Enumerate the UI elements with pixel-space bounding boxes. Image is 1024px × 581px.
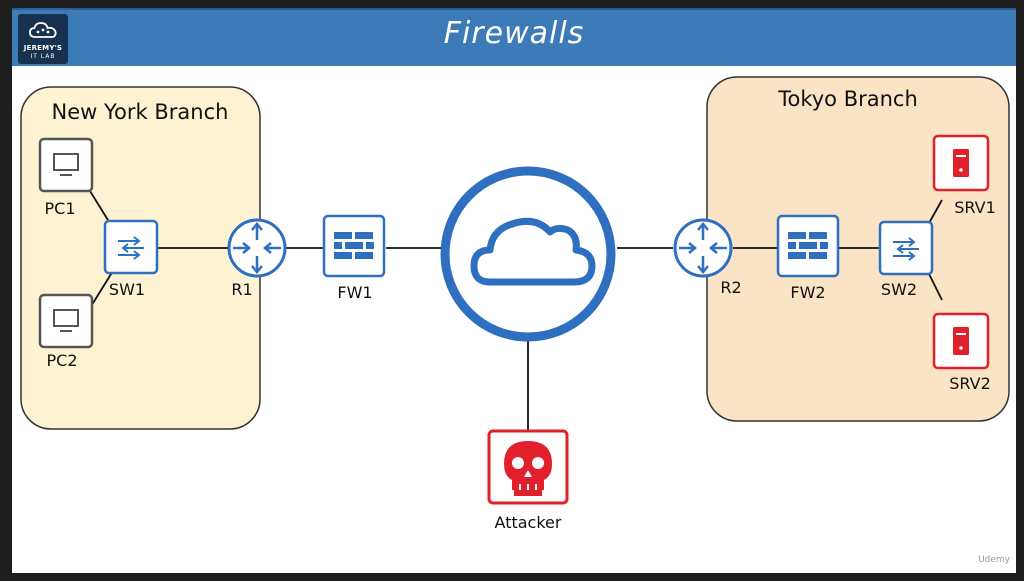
fw2-label: FW2 (790, 283, 825, 302)
pc1-label: PC1 (45, 199, 76, 218)
fw1-label: FW1 (337, 283, 372, 302)
slide: JEREMY'S IT LAB Firewalls New York Branc… (12, 8, 1016, 573)
r1-router-icon (227, 218, 287, 278)
r1-label: R1 (231, 280, 252, 299)
title-bar: JEREMY'S IT LAB Firewalls (12, 8, 1016, 66)
network-links (89, 190, 943, 431)
pc1-icon (38, 137, 94, 193)
sw2-label: SW2 (881, 280, 917, 299)
srv2-label: SRV2 (949, 374, 991, 393)
srv1-server-icon (932, 134, 990, 192)
sw1-label: SW1 (109, 280, 145, 299)
srv2-server-icon (932, 312, 990, 370)
network-diagram: New York Branch Tokyo Branch (20, 76, 1010, 532)
sw1-switch-icon (103, 219, 159, 275)
logo-text-line2: IT LAB (30, 53, 56, 60)
fw1-firewall-icon (322, 214, 386, 278)
cloud-logo-icon (29, 22, 57, 38)
pc2-label: PC2 (47, 351, 78, 370)
r2-router-icon (673, 218, 733, 278)
slide-title: Firewalls (443, 16, 585, 51)
r2-label: R2 (720, 278, 741, 297)
attacker-skull-icon (487, 429, 569, 505)
internet-cloud-icon (440, 166, 616, 342)
new-york-branch-label: New York Branch (52, 100, 229, 124)
srv1-label: SRV1 (954, 198, 996, 217)
tokyo-branch-label: Tokyo Branch (777, 87, 918, 111)
jeremys-it-lab-logo: JEREMY'S IT LAB (18, 14, 68, 64)
tokyo-branch-zone (706, 76, 1010, 422)
udemy-watermark: Udemy (978, 555, 1010, 565)
fw2-firewall-icon (776, 214, 840, 278)
sw2-switch-icon (878, 220, 934, 276)
logo-text-line1: JEREMY'S (23, 44, 63, 52)
pc2-icon (38, 293, 94, 349)
attacker-label: Attacker (495, 513, 562, 532)
